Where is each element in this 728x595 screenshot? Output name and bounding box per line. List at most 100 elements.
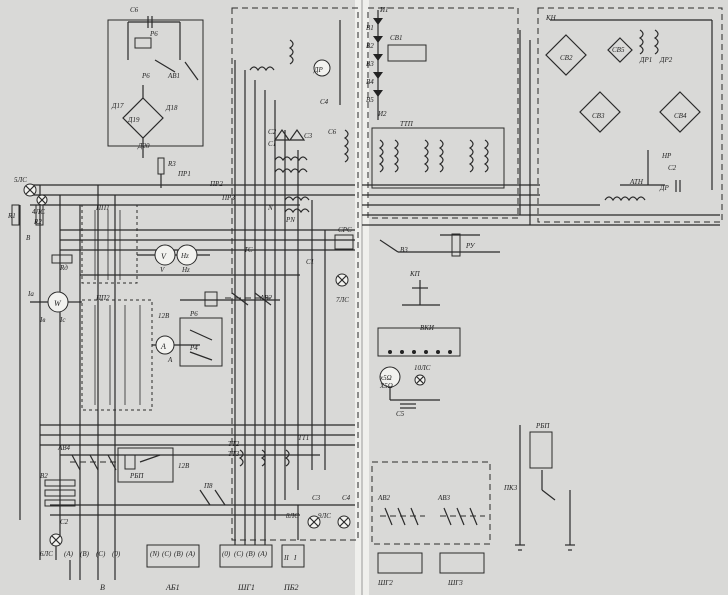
label-center-4: ПП2 xyxy=(95,294,110,302)
label-top-left-2: Р6 xyxy=(141,72,150,80)
label-bottom-0: 8ЛС xyxy=(286,512,299,520)
label-left-column-3: R2 xyxy=(33,218,42,226)
label-center-10: 12В xyxy=(178,462,190,470)
indicator-lamps-left xyxy=(23,183,63,560)
terminal-0: (N) xyxy=(150,550,160,558)
relay-rbp-right xyxy=(515,425,575,551)
label-bottom-6: ШГ2 xyxy=(377,579,393,587)
terminal-1: (С) xyxy=(234,550,244,558)
label-right-upper-7: СВ1 xyxy=(390,34,402,42)
korrektor-frame xyxy=(537,7,723,223)
label-generator-2: С3 xyxy=(304,132,313,140)
label-generator-7: N xyxy=(267,204,273,212)
korrektor-bridges xyxy=(545,19,713,202)
label-right-lower-1: РУ xyxy=(465,242,476,250)
label-korrektor-1: СВ2 xyxy=(560,54,573,62)
label-left-column-5: Rд xyxy=(59,264,68,272)
label-center-5: 12В xyxy=(158,312,170,320)
label-korrektor-6: ДР2 xyxy=(659,56,673,64)
label-korrektor-7: АТН xyxy=(629,178,644,186)
label-left-column-11: С2 xyxy=(60,518,69,526)
label-right-upper-5: В5 xyxy=(366,96,374,104)
label-center-1: V xyxy=(160,266,165,274)
label-right-upper-2: В2 xyxy=(366,42,374,50)
label-center-11: П8 xyxy=(203,482,213,490)
label-korrektor-8: НР xyxy=(661,152,672,160)
center-verticals xyxy=(234,60,326,545)
label-center-3: ТС xyxy=(244,246,253,254)
label-korrektor-5: ДР1 xyxy=(639,56,652,64)
label-top-left-9: ПР1 xyxy=(177,170,191,178)
relay-p6-p4 xyxy=(179,317,223,367)
label-left-column-9: АВ4 xyxy=(57,444,71,452)
resistors-b2 xyxy=(44,479,76,507)
ammeter-label: А xyxy=(160,342,166,351)
label-left-column-10: В2 xyxy=(40,472,48,480)
switch-p8-b xyxy=(214,489,226,506)
label-center-9: РБП xyxy=(129,472,144,480)
label-left-column-4: В xyxy=(26,234,31,242)
label-right-lower-5: 10ЛС xyxy=(414,364,431,372)
label-right-lower-8: ПК3 xyxy=(503,484,518,492)
bottom-terminal-boxes xyxy=(69,544,305,580)
terminal-group-label: В xyxy=(100,583,105,592)
label-korrektor-10: ДР xyxy=(659,184,669,192)
ohmmeter-label: х5Ω xyxy=(379,374,392,382)
transformer-ttp xyxy=(371,127,505,189)
terminal-3: (А) xyxy=(186,550,196,558)
label-left-column-12: 6ЛС xyxy=(40,550,53,558)
terminal-1: (В) xyxy=(80,550,90,558)
right-buses xyxy=(362,30,720,226)
label-top-left-1: Р6 xyxy=(149,30,158,38)
label-right-lower-7: РБП xyxy=(535,422,550,430)
wattmeter-label: W xyxy=(54,299,62,308)
label-top-left-8: R3 xyxy=(167,160,176,168)
label-korrektor-3: СВ4 xyxy=(674,112,687,120)
label-korrektor-4: СВ5 xyxy=(612,46,625,54)
label-top-left-10: ПР2 xyxy=(209,180,223,188)
label-korrektor-0: КН xyxy=(545,14,557,22)
switch-p8-a xyxy=(199,489,211,506)
terminal-0: II xyxy=(283,554,289,562)
label-left-column-7: Iв xyxy=(39,316,45,324)
label-center-6: Р6 xyxy=(189,310,198,318)
label-generator-0: С2 xyxy=(268,128,277,136)
label-generator-8: СРС xyxy=(338,226,352,234)
terminal-3: (0) xyxy=(112,550,121,558)
label-korrektor-9: С2 xyxy=(668,164,677,172)
terminal-0: (А) xyxy=(64,550,74,558)
label-right-lower-2: КП xyxy=(409,270,421,278)
label-generator-10: 7ЛС xyxy=(336,296,349,304)
switch-pp2 xyxy=(81,299,153,411)
breaker-av4 xyxy=(70,454,118,471)
terminal-group-label: ПБ2 xyxy=(283,583,299,592)
label-top-left-11: ПР3 xyxy=(221,194,235,202)
label-generator-6: РN xyxy=(285,216,295,224)
generator-windings xyxy=(249,20,354,287)
terminal-1: (С) xyxy=(162,550,172,558)
label-generator-9: С1 xyxy=(306,258,314,266)
label-left-column-2: R1 xyxy=(7,212,16,220)
label-left-column-6: Iа xyxy=(27,290,34,298)
terminal-group-label: АБ1 xyxy=(165,583,180,592)
relay-rbp-left xyxy=(117,447,174,483)
label-top-left-5: Д18 xyxy=(165,104,178,112)
label-center-14: ТТ3 xyxy=(228,450,240,458)
terminal-group-label: ШГ1 xyxy=(237,583,255,592)
label-generator-11: АВ2 xyxy=(259,294,273,302)
label-left-column-0: 5ЛС xyxy=(14,176,27,184)
label-right-upper-3: В3 xyxy=(366,60,374,68)
label-center-0: ПП1 xyxy=(95,204,110,212)
label-top-left-3: АВ1 xyxy=(167,72,180,80)
indicator-lamps-bottom xyxy=(297,505,351,540)
label-right-upper-8: ТТП xyxy=(400,120,414,128)
label-left-column-8: Iс xyxy=(59,316,66,324)
label-center-2: Hz xyxy=(181,266,190,274)
rectifier-frame xyxy=(367,7,519,219)
label-bottom-3: С4 xyxy=(342,494,351,502)
label-top-left-7: Д20 xyxy=(137,142,150,150)
generator-frame xyxy=(231,7,359,541)
